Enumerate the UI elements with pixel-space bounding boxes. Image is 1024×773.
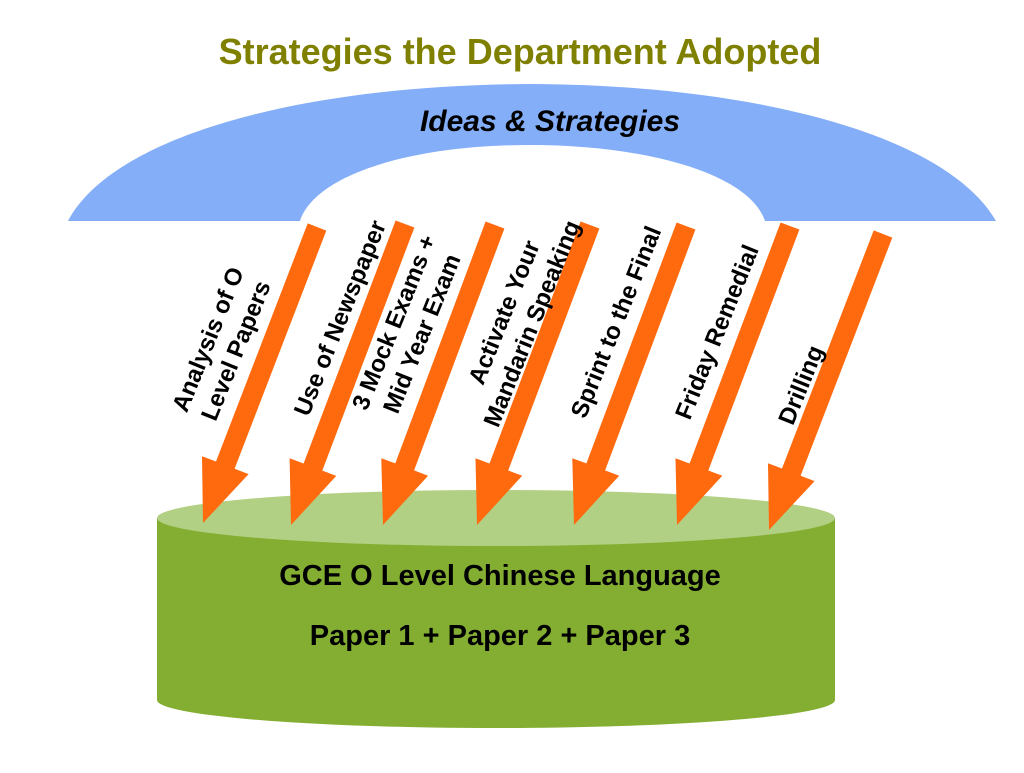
strategy-arrow-7 (768, 230, 893, 530)
umbrella-shape (68, 84, 996, 221)
base-cylinder-body (157, 518, 835, 728)
strategy-arrow-5 (572, 222, 696, 525)
strategy-arrow-2 (289, 220, 415, 525)
base-cylinder-top (157, 490, 835, 546)
strategy-arrow-1 (202, 223, 327, 523)
strategy-arrow-6 (675, 222, 800, 525)
page-title: Strategies the Department Adopted (219, 31, 822, 72)
base-cylinder (157, 490, 835, 728)
strategy-arrows (202, 220, 893, 530)
umbrella-label: Ideas & Strategies (420, 105, 680, 138)
strategy-arrow-4 (475, 221, 600, 525)
strategy-arrow-3 (381, 221, 505, 525)
base-label-papers: Paper 1 + Paper 2 + Paper 3 (310, 620, 690, 652)
base-label-subject: GCE O Level Chinese Language (279, 560, 721, 592)
